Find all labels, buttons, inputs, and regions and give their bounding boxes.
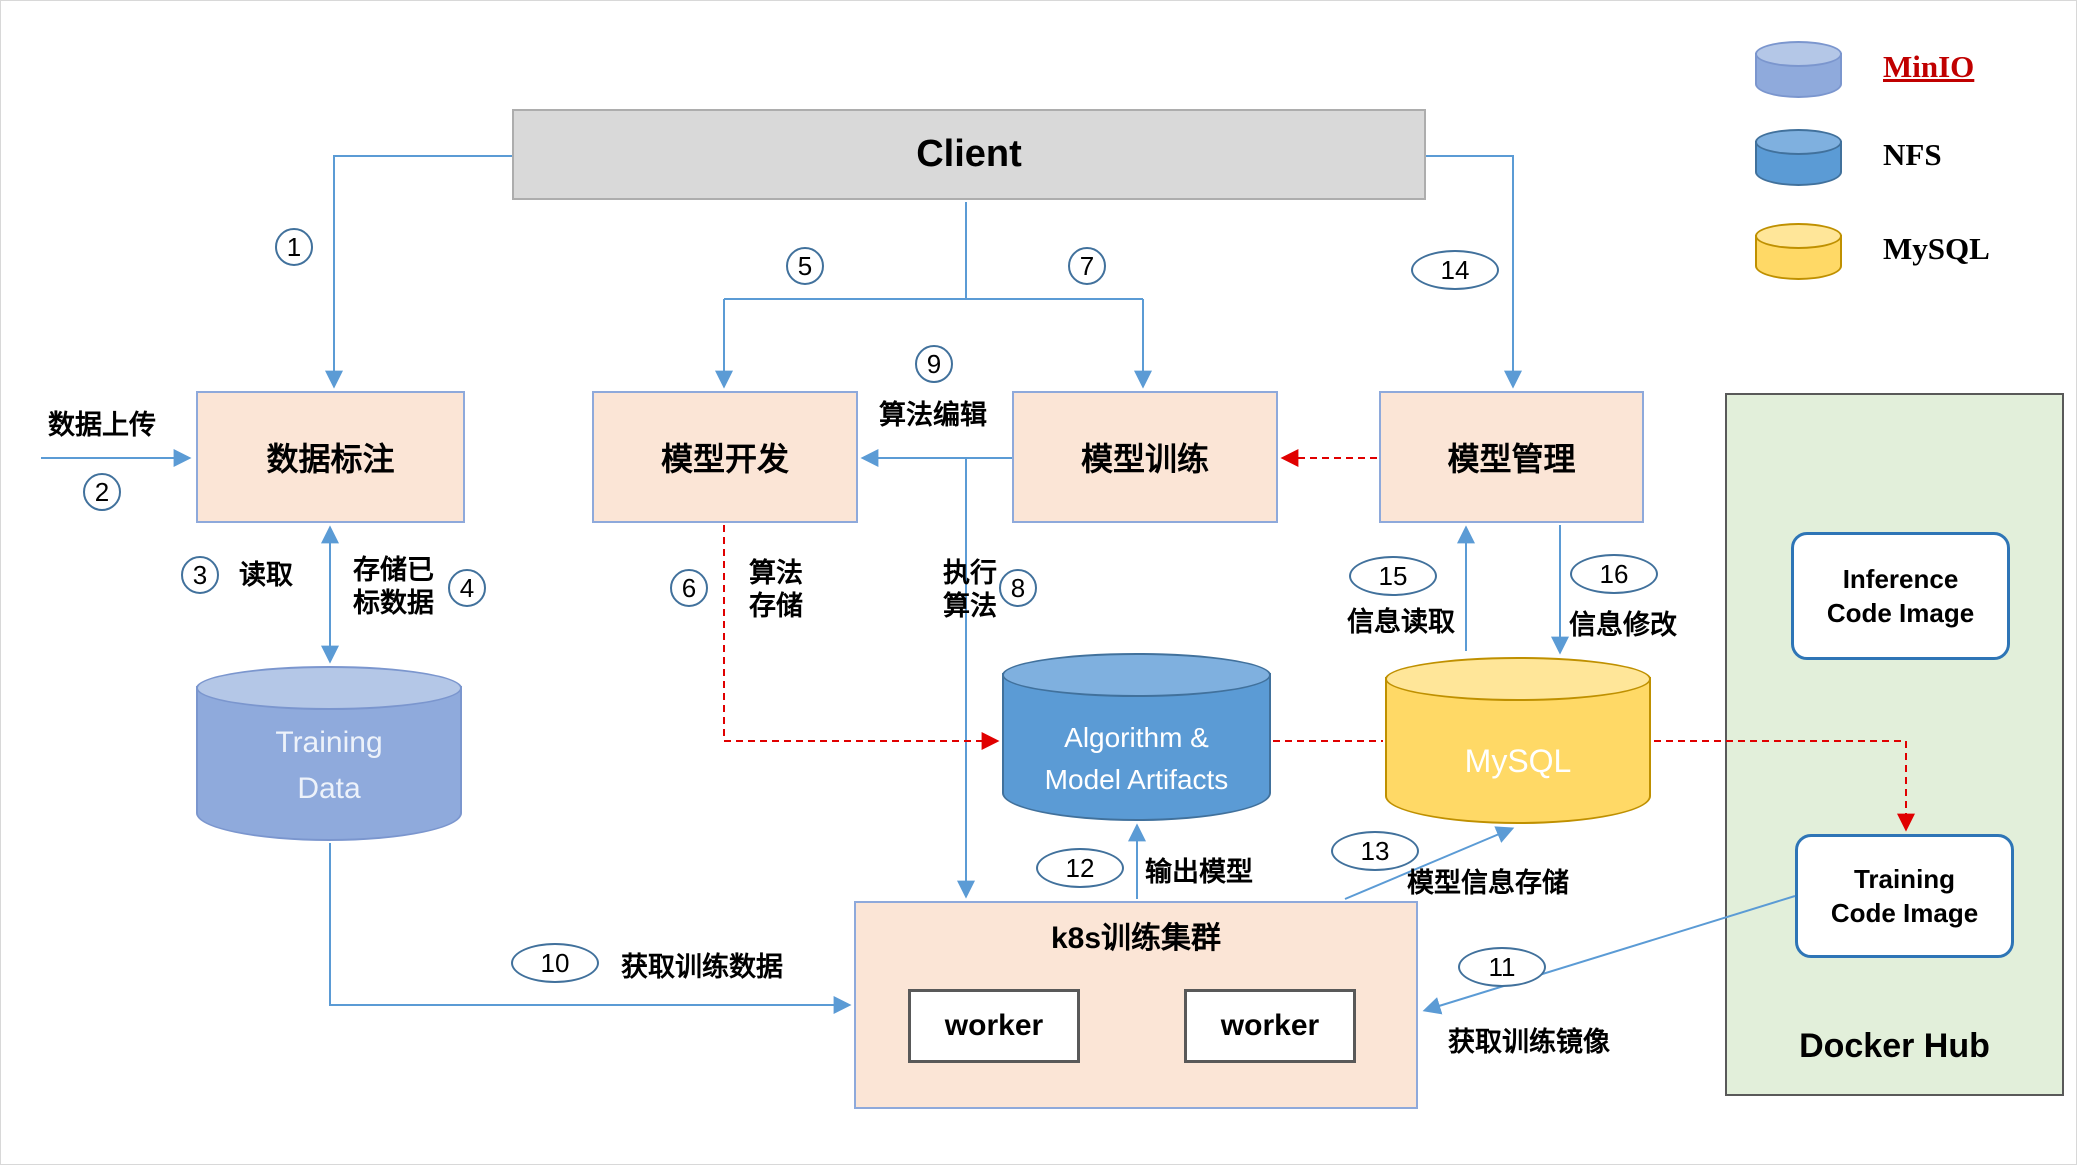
model-manage-box: 模型管理 [1379,391,1644,523]
docker-hub-panel [1725,393,2064,1096]
model-manage-label: 模型管理 [1447,441,1576,477]
training-code-image-line2: Code Image [1830,898,1979,928]
label-exec-line1: 执行 [943,558,997,588]
inference-code-image-line2: Code Image [1826,598,1975,628]
label-info-modify: 信息修改 [1569,610,1677,640]
step-marker-5: 5 [786,247,824,285]
label-store-labeled-data: 存储已 标数据 [353,554,434,620]
label-get-training-data: 获取训练数据 [621,952,783,982]
legend-nfs-top [1755,129,1842,155]
worker-2-label: worker [1220,1009,1320,1042]
artifacts-label: Algorithm & Model Artifacts [1002,717,1271,801]
worker-box-2: worker [1184,989,1356,1063]
training-data-label: Training Data [196,720,462,812]
k8s-cluster-title: k8s训练集群 [1050,922,1222,955]
mysql-cylinder-body [1385,677,1651,824]
artifacts-line2: Model Artifacts [1044,764,1229,795]
training-data-cylinder-top [196,666,462,710]
mysql-cylinder-top [1385,657,1651,701]
step-marker-3: 3 [181,556,219,594]
legend-nfs-cylinder [1755,129,1842,186]
worker-box-1: worker [908,989,1080,1063]
label-algo-store: 算法 存储 [749,557,803,623]
training-code-image-box: Training Code Image [1795,834,2014,958]
step-marker-15: 15 [1349,556,1437,596]
step-marker-10: 10 [511,943,599,983]
model-dev-box: 模型开发 [592,391,858,523]
model-dev-label: 模型开发 [660,441,789,477]
artifacts-line1: Algorithm & [1064,722,1209,753]
label-algo-store-line1: 算法 [749,558,803,588]
label-get-training-image: 获取训练镜像 [1448,1027,1610,1057]
label-info-read: 信息读取 [1347,607,1455,637]
label-store-line2: 标数据 [353,588,434,618]
artifacts-cylinder-body [1002,673,1271,821]
step-marker-13: 13 [1331,831,1419,871]
step-marker-2: 2 [83,473,121,511]
worker-1-label: worker [944,1009,1044,1042]
data-annotation-box: 数据标注 [196,391,465,523]
label-exec-algo: 执行 算法 [943,557,997,623]
legend-nfs-label: NFS [1883,137,1942,172]
training-data-line2: Data [297,772,361,805]
step-marker-12: 12 [1036,848,1124,888]
legend-mysql-top [1755,223,1842,249]
label-exec-line2: 算法 [943,591,997,621]
artifacts-cylinder: Algorithm & Model Artifacts [1002,653,1271,821]
inference-code-image-line1: Inference [1842,564,1959,594]
label-algo-store-line2: 存储 [749,591,803,621]
inference-code-image-box: Inference Code Image [1791,532,2010,660]
client-box: Client [512,109,1426,200]
mysql-label: MySQL [1464,743,1572,779]
data-annotation-label: 数据标注 [266,441,395,477]
docker-hub-title: Docker Hub [1799,1027,1990,1065]
label-output-model: 输出模型 [1145,857,1253,887]
step-marker-4: 4 [448,569,486,607]
legend-minio-top [1755,41,1842,67]
training-data-cylinder: Training Data [196,666,462,841]
legend-mysql-label: MySQL [1883,231,1990,266]
legend-minio-cylinder [1755,41,1842,98]
step-marker-9: 9 [915,345,953,383]
step-marker-11: 11 [1458,947,1546,987]
client-label: Client [916,133,1022,175]
training-code-image-line1: Training [1853,864,1956,894]
label-algo-edit: 算法编辑 [879,400,987,430]
legend-mysql-cylinder [1755,223,1842,280]
label-store-line1: 存储已 [353,555,434,585]
label-data-upload: 数据上传 [48,410,156,440]
artifacts-cylinder-top [1002,653,1271,697]
step-marker-7: 7 [1068,247,1106,285]
model-train-label: 模型训练 [1080,441,1209,477]
step-marker-1: 1 [275,228,313,266]
training-data-line1: Training [275,726,383,759]
label-read: 读取 [239,560,293,590]
model-train-box: 模型训练 [1012,391,1278,523]
step-marker-14: 14 [1411,250,1499,290]
mysql-cylinder: MySQL [1385,657,1651,824]
step-marker-16: 16 [1570,554,1658,594]
step-marker-8: 8 [999,569,1037,607]
legend-minio-label: MinIO [1883,49,1975,84]
step-marker-6: 6 [670,569,708,607]
label-model-info-store: 模型信息存储 [1407,868,1569,898]
